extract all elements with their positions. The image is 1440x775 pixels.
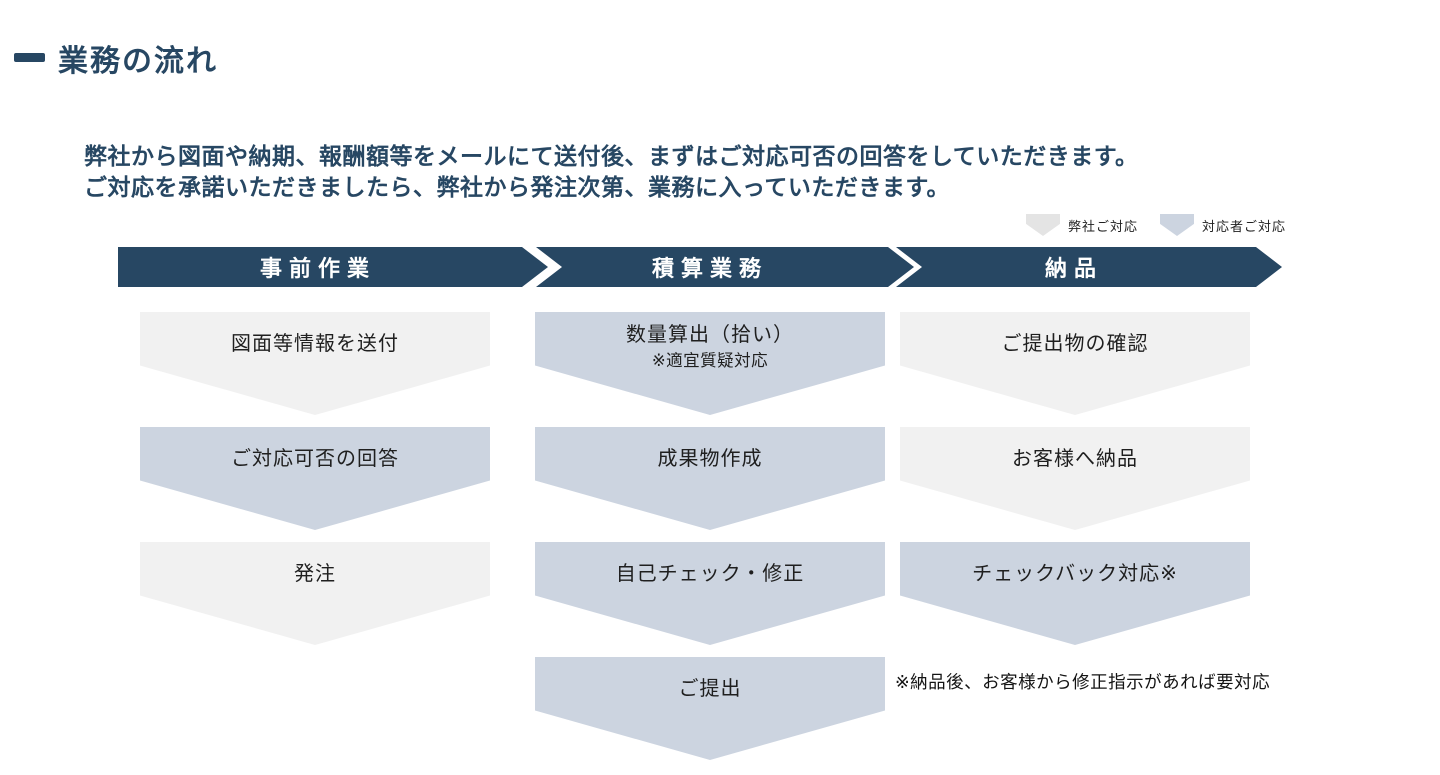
phase-header-label: 事前作業 — [259, 256, 376, 281]
flow-step-label: ご提出 — [678, 678, 742, 700]
phase-column-estimation-work: 数量算出（拾い） ※適宜質疑対応 成果物作成 自己チェック・修正 ご提出 — [535, 312, 885, 772]
intro-text: 弊社から図面や納期、報酬額等をメールにて送付後、まずはご対応可否の回答をしていた… — [84, 141, 1139, 203]
flow-step-label: お客様へ納品 — [1012, 448, 1138, 470]
flow-step-label: 成果物作成 — [657, 448, 763, 470]
phase-column-preliminary-work: 図面等情報を送付 ご対応可否の回答 発注 — [140, 312, 490, 657]
phase-header-label: 納品 — [1044, 256, 1103, 281]
flow-step-label: 自己チェック・修正 — [615, 563, 805, 585]
flow-step: お客様へ納品 — [900, 427, 1250, 530]
flow-step-label: ご対応可否の回答 — [231, 448, 399, 470]
flow-step: ご提出物の確認 — [900, 312, 1250, 415]
flow-step: 自己チェック・修正 — [535, 542, 885, 645]
intro-line-2: ご対応を承諾いただきましたら、弊社から発注次第、業務に入っていただきます。 — [84, 174, 951, 200]
intro-line-1: 弊社から図面や納期、報酬額等をメールにて送付後、まずはご対応可否の回答をしていた… — [84, 143, 1139, 169]
flow-step: 発注 — [140, 542, 490, 645]
legend-label-contractor: 対応者ご対応 — [1202, 218, 1287, 234]
contractor-chevron-icon — [1160, 214, 1195, 236]
flow-step-label: 図面等情報を送付 — [231, 333, 399, 355]
flow-step-label: チェックバック対応※ — [972, 563, 1178, 585]
phase-header-estimation-work: 積算業務 — [536, 247, 914, 287]
title-dash-icon — [14, 53, 45, 62]
flow-step: 図面等情報を送付 — [140, 312, 490, 415]
flow-step-label: ご提出物の確認 — [1001, 333, 1149, 355]
flow-step-label: 発注 — [294, 563, 336, 585]
flow-step: チェックバック対応※ — [900, 542, 1250, 645]
phase-column-delivery: ご提出物の確認 お客様へ納品 チェックバック対応※ — [900, 312, 1250, 657]
flow-step-label: 数量算出（拾い） — [626, 324, 794, 346]
phase-header-preliminary-work: 事前作業 — [118, 247, 548, 287]
flow-step: ご提出 — [535, 657, 885, 760]
footnote: ※納品後、お客様から修正指示があれば要対応 — [895, 672, 1271, 692]
phase-header-label: 積算業務 — [651, 256, 768, 281]
page-title: 業務の流れ — [58, 45, 218, 78]
company-chevron-icon — [1026, 214, 1060, 236]
flow-step: 数量算出（拾い） ※適宜質疑対応 — [535, 312, 885, 415]
flow-step: ご対応可否の回答 — [140, 427, 490, 530]
flow-step: 成果物作成 — [535, 427, 885, 530]
legend: 弊社ご対応 対応者ご対応 — [1026, 213, 1286, 237]
legend-label-company: 弊社ご対応 — [1068, 218, 1139, 234]
flow-step-note: ※適宜質疑対応 — [651, 352, 769, 370]
phase-header-delivery: 納品 — [896, 247, 1282, 287]
